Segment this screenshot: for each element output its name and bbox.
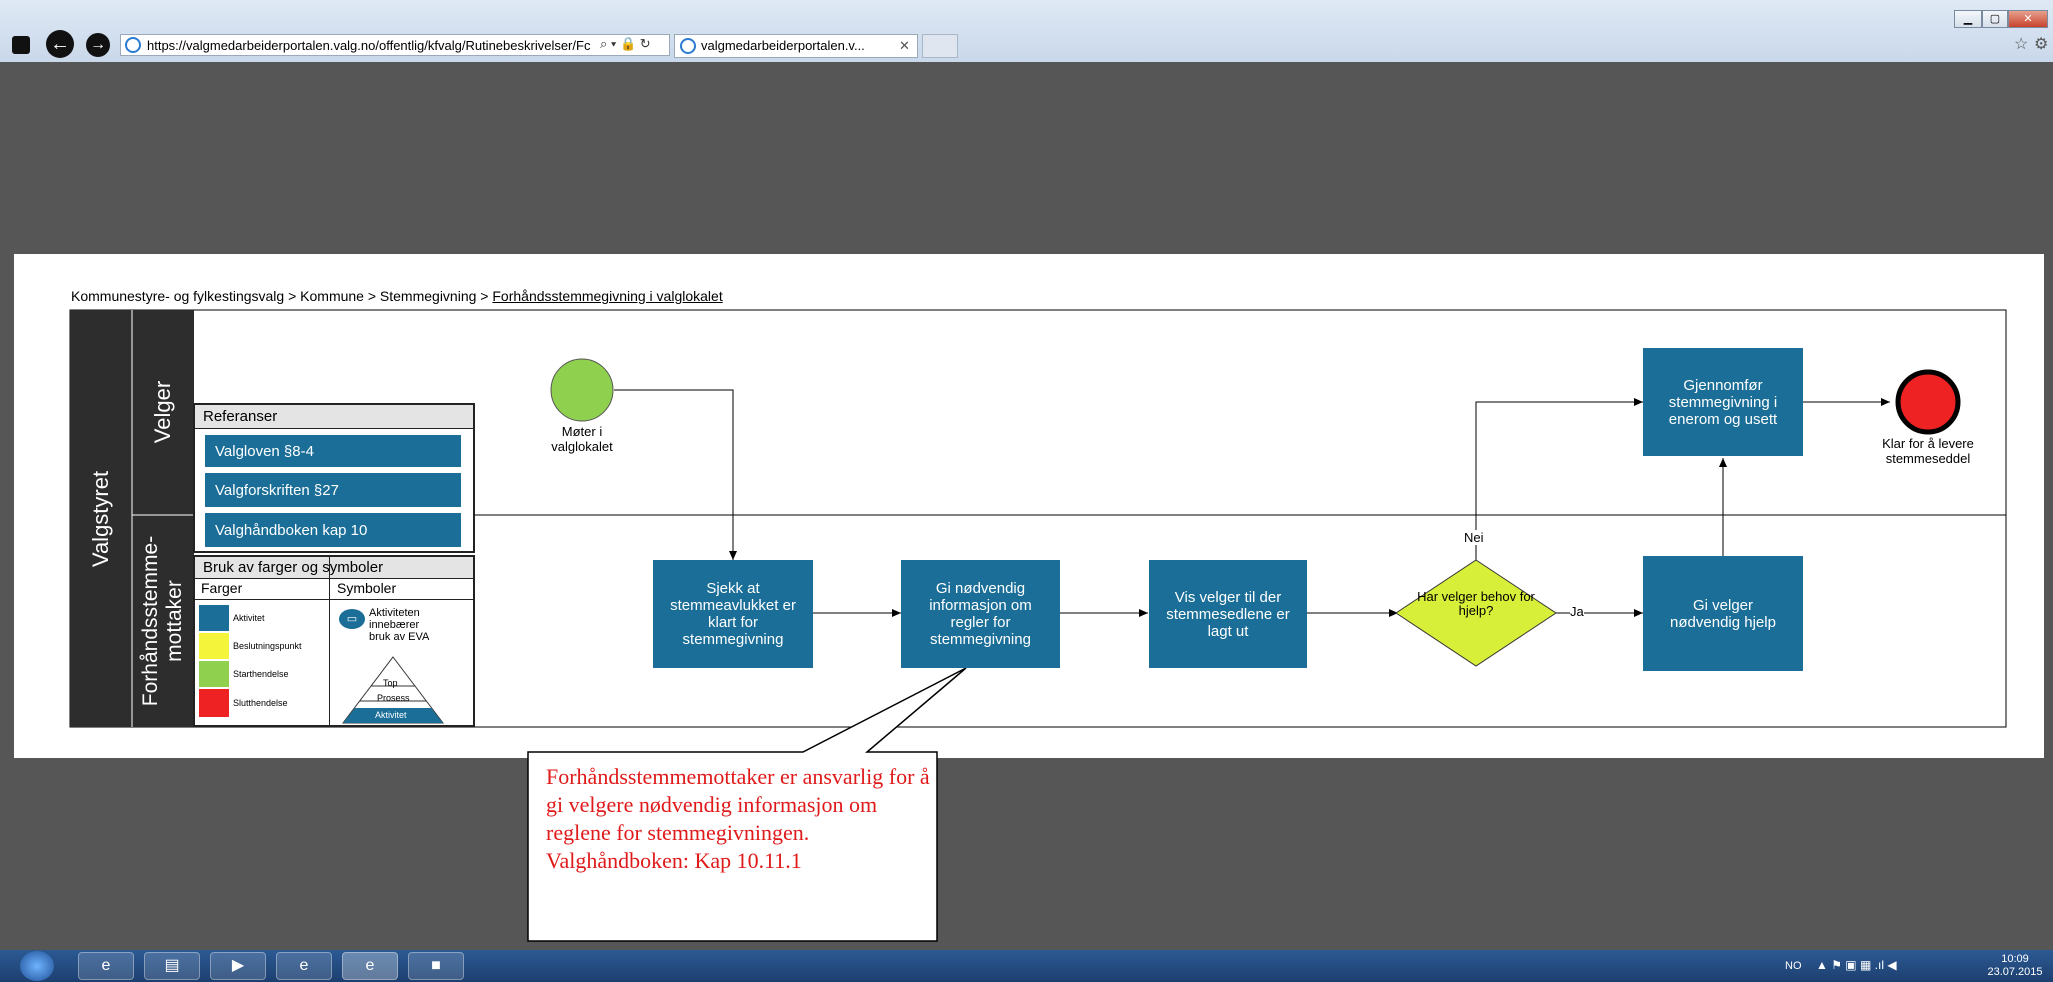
back-button[interactable]: ← [46, 30, 74, 58]
task-show-ballots[interactable]: Vis velger til der stemmesedlene er lagt… [1149, 560, 1307, 668]
legend-column-divider [329, 557, 330, 725]
clock-time: 10:09 [2001, 953, 2029, 965]
ie-taskbar-button-2[interactable]: e [276, 952, 332, 980]
address-bar[interactable]: https://valgmedarbeiderportalen.valg.no/… [120, 34, 670, 56]
legend-swatch-start [199, 661, 229, 687]
flow-gateway-no [1475, 398, 1643, 560]
pyramid-label-top: Top [383, 678, 398, 688]
folder-icon: ▤ [164, 957, 180, 974]
task-give-help[interactable]: Gi velger nødvendig hjelp [1643, 556, 1803, 671]
clock[interactable]: 10:09 23.07.2015 [1985, 953, 2045, 979]
end-event [1895, 369, 1961, 435]
play-icon: ▶ [231, 957, 245, 974]
legend-swatch-decision [199, 633, 229, 659]
legend-panel: Bruk av farger og symboler Farger Symbol… [193, 555, 475, 727]
breadcrumb-current-link[interactable]: Forhåndsstemmegivning i valglokalet [492, 288, 723, 304]
legend-swatch-activity [199, 605, 229, 631]
lane-header-velger [132, 310, 194, 515]
lane-label-mottaker: Forhåndsstemme- mottaker [139, 535, 187, 707]
pool-label: Valgstyret [88, 470, 113, 567]
browser-tab[interactable]: valgmedarbeiderportalen.v... ✕ [674, 34, 918, 58]
flow-start-to-check [614, 389, 737, 560]
legend-label-end: Slutthendelse [233, 698, 288, 708]
address-actions-icon[interactable]: ⌕ ▾ 🔒 ↻ [600, 36, 651, 51]
callout-box [527, 667, 967, 942]
reference-link-valgloven[interactable]: Valgloven §8-4 [205, 435, 461, 467]
close-window-button[interactable]: ✕ [2008, 10, 2048, 28]
tray-icons[interactable]: ▲ ⚑ ▣ ▦ .ıl ◀ [1816, 958, 1897, 972]
language-indicator[interactable]: NO [1785, 960, 1802, 972]
gateway-no-label: Nei [1464, 530, 1484, 545]
app-taskbar-button[interactable]: ■ [408, 952, 464, 980]
pool-header [70, 310, 132, 727]
lane-label-container: Forhåndsstemme- mottaker [132, 517, 194, 725]
task-vote-in-private[interactable]: Gjennomfør stemmegivning i enerom og use… [1643, 348, 1803, 456]
legend-header-row: Farger Symboler [195, 557, 473, 725]
task-show-label: Vis velger til der stemmesedlene er lagt… [1166, 588, 1290, 640]
url-text: https://valgmedarbeiderportalen.valg.no/… [147, 38, 591, 53]
close-tab-icon[interactable]: ✕ [899, 38, 910, 53]
ie-active-taskbar-button[interactable]: e [342, 952, 398, 980]
lane-header-mottaker [132, 515, 194, 727]
ie-icon: e [101, 957, 111, 974]
ie-favicon-icon [680, 38, 696, 54]
ie-icon: e [365, 957, 375, 974]
pyramid-label-aktivitet: Aktivitet [375, 710, 407, 720]
minimize-button[interactable]: ▁ [1954, 10, 1982, 28]
reference-link-valghandboken[interactable]: Valghåndboken kap 10 [205, 513, 461, 547]
eva-computer-icon: ▭ [339, 609, 365, 629]
legend-colors-header: Farger [201, 580, 243, 596]
app-icon: ■ [431, 957, 441, 974]
ie-icon: e [299, 957, 309, 974]
media-taskbar-button[interactable]: ▶ [210, 952, 266, 980]
legend-swatch-end [199, 689, 229, 717]
task-vote-label: Gjennomfør stemmegivning i enerom og use… [1668, 376, 1778, 428]
pyramid-label-prosess: Prosess [377, 693, 410, 703]
legend-symbols-header: Symboler [337, 580, 397, 596]
arrow-right-icon: → [90, 36, 106, 53]
lane-label-container: Velger [132, 312, 194, 512]
explorer-taskbar-button[interactable]: ▤ [144, 952, 200, 980]
references-title: Referanser [195, 405, 473, 429]
settings-gear-icon[interactable]: ⚙ [2034, 36, 2049, 53]
legend-eva-text: Aktiviteten innebærer bruk av EVA [369, 607, 430, 643]
legend-label-decision: Beslutningspunkt [233, 641, 302, 651]
task-help-label: Gi velger nødvendig hjelp [1670, 596, 1776, 631]
arrow-left-icon: ← [50, 33, 70, 55]
decision-gateway [1395, 559, 1557, 667]
clock-date: 23.07.2015 [1987, 966, 2043, 978]
forward-button[interactable]: → [86, 33, 110, 57]
references-panel: Referanser Valgloven §8-4 Valgforskrifte… [193, 403, 475, 553]
pyramid-symbol [341, 656, 445, 724]
start-event [550, 358, 614, 422]
new-tab-button[interactable] [922, 34, 958, 58]
start-event-label: Møter i valglokalet [551, 424, 613, 454]
lane-label-velger: Velger [150, 380, 176, 444]
ie-taskbar-button[interactable]: e [78, 952, 134, 980]
task-give-information[interactable]: Gi nødvendig informasjon om regler for s… [901, 560, 1060, 668]
end-event-label: Klar for å levere stemmeseddel [1882, 436, 1974, 466]
legend-label-activity: Aktivitet [233, 613, 265, 623]
legend-title: Bruk av farger og symboler [195, 557, 473, 579]
gateway-yes-label: Ja [1570, 604, 1584, 619]
reference-link-valgforskriften[interactable]: Valgforskriften §27 [205, 473, 461, 507]
app-icon [12, 36, 30, 54]
pool-label-container: Valgstyret [70, 312, 132, 725]
favorites-star-icon[interactable]: ☆ [2014, 36, 2029, 53]
breadcrumb-path: Kommunestyre- og fylkestingsvalg > Kommu… [71, 288, 493, 304]
task-check-label: Sjekk at stemmeavlukket er klart for ste… [670, 580, 796, 648]
ie-favicon-icon [125, 37, 141, 53]
tab-title: valgmedarbeiderportalen.v... [701, 38, 865, 53]
task-check-booth[interactable]: Sjekk at stemmeavlukket er klart for ste… [653, 560, 813, 668]
start-button[interactable] [20, 951, 54, 981]
maximize-button[interactable]: ▢ [1982, 10, 2008, 28]
callout-text: Forhåndsstemmemottaker er ansvarlig for … [546, 764, 930, 873]
task-inform-label: Gi nødvendig informasjon om regler for s… [929, 580, 1032, 648]
legend-label-start: Starthendelse [233, 669, 289, 679]
gateway-label: Har velger behov for hjelp? [1417, 589, 1535, 618]
breadcrumb: Kommunestyre- og fylkestingsvalg > Kommu… [71, 288, 723, 304]
